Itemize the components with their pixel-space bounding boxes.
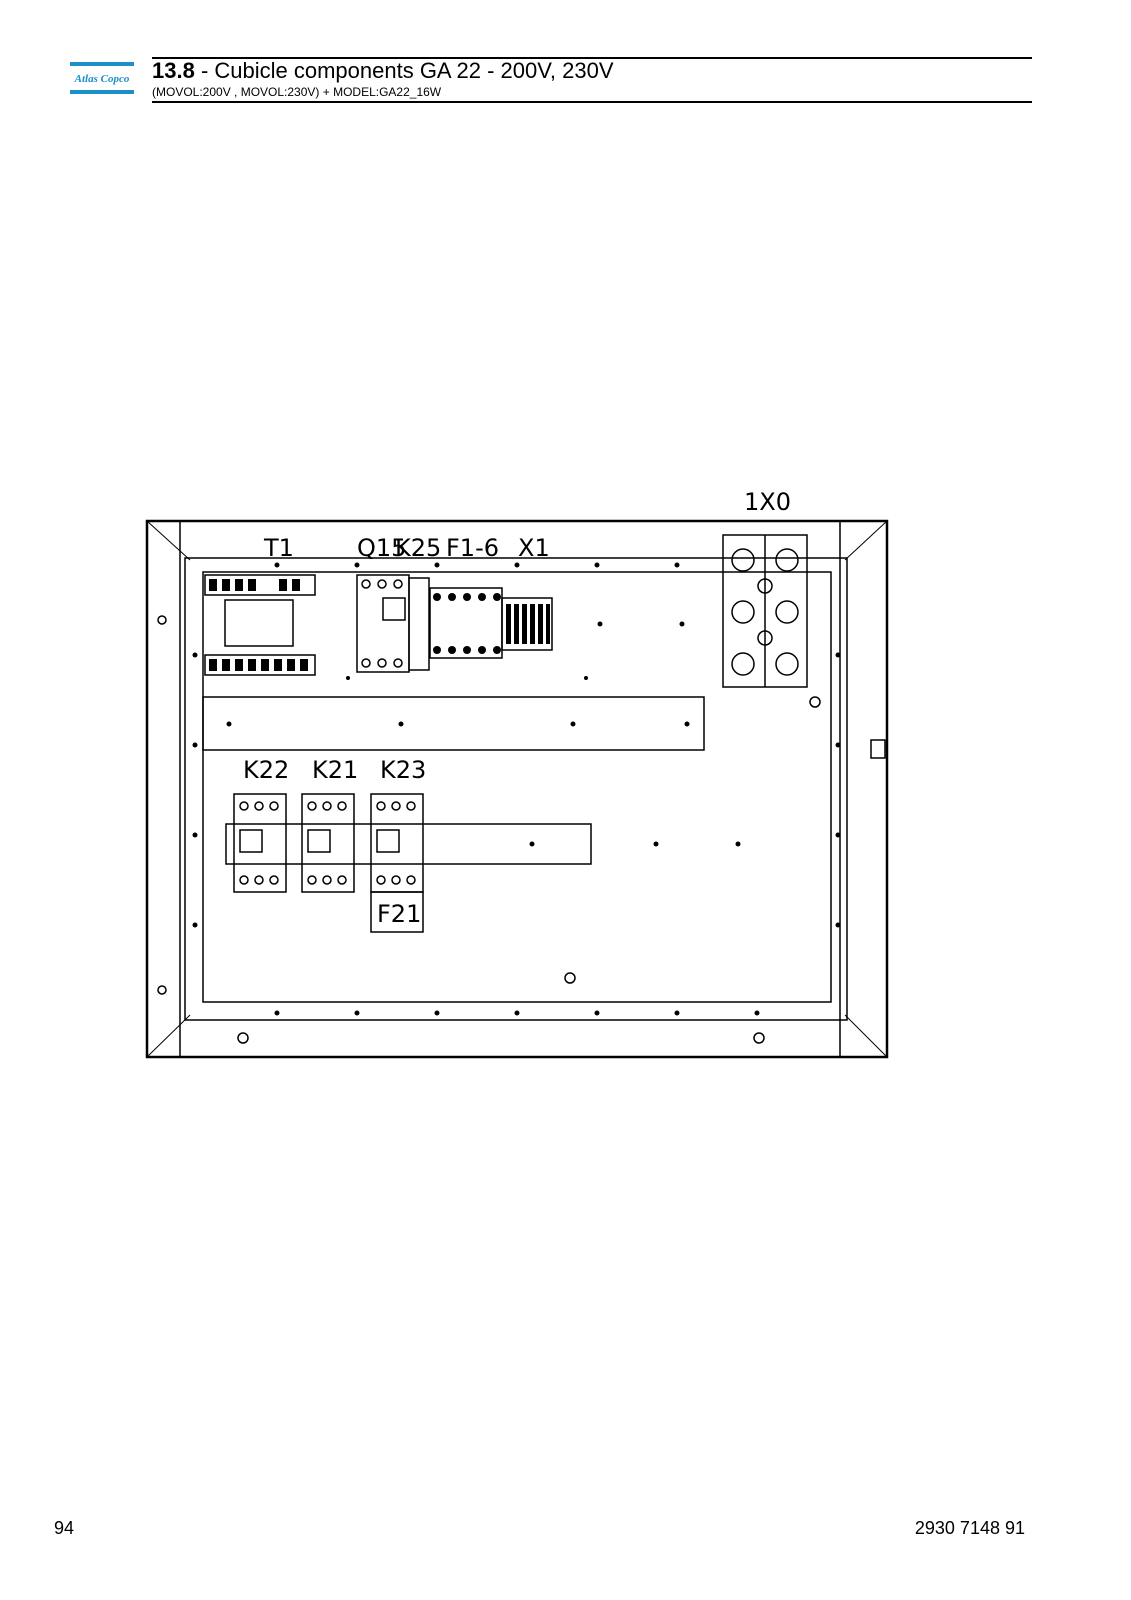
label-x1: X1 [518,534,550,562]
label-q15: Q15 [357,534,406,562]
label-f1-6: F1-6 [446,534,499,562]
section-subtitle: (MOVOL:200V , MOVOL:230V) + MODEL:GA22_1… [152,85,442,99]
label-k23: K23 [380,756,426,784]
header-top-rule [152,57,1032,59]
header-bottom-rule [152,101,1032,103]
section-number: 13.8 [152,58,195,83]
label-k25: K25 [395,534,441,562]
label-k21: K21 [312,756,358,784]
document-number: 2930 7148 91 [914,1518,1025,1538]
page-number: 94 [54,1518,75,1538]
label-t1: T1 [263,534,294,562]
section-title: 13.8 - Cubicle components GA 22 - 200V, … [152,58,614,84]
label-k22: K22 [243,756,289,784]
svg-text:Atlas Copco: Atlas Copco [74,73,130,85]
section-title-text: - Cubicle components GA 22 - 200V, 230V [194,58,614,83]
label-1x0: 1X0 [744,488,791,516]
atlas-copco-logo: Atlas Copco [70,62,134,94]
label-f21: F21 [377,900,421,928]
